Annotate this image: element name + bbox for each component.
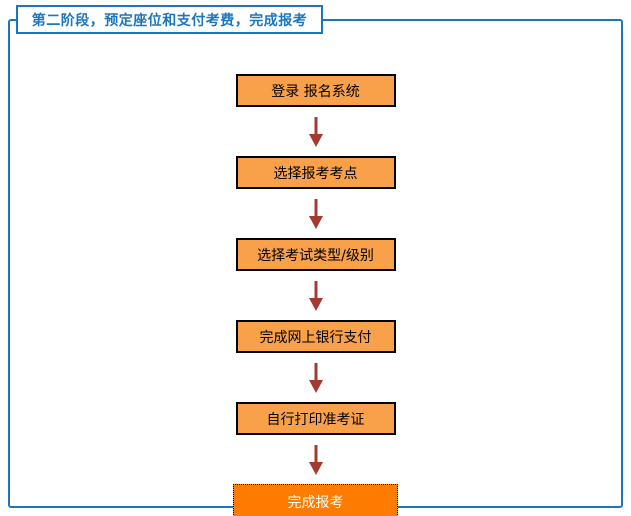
step-box: 完成网上银行支付 [235, 320, 396, 353]
flow-container: 登录 报名系统选择报考考点选择考试类型/级别完成网上银行支付自行打印准考证完成报… [8, 19, 623, 516]
down-arrow-icon [308, 189, 324, 238]
step-box: 选择报考考点 [235, 156, 396, 189]
down-arrow-icon [308, 271, 324, 320]
stage-title-box: 第二阶段，预定座位和支付考费，完成报考 [16, 5, 323, 34]
step-box: 自行打印准考证 [235, 402, 396, 435]
down-arrow-icon [308, 107, 324, 156]
down-arrow-icon [308, 353, 324, 402]
step-box: 选择考试类型/级别 [235, 238, 396, 271]
step-box: 登录 报名系统 [235, 74, 396, 107]
down-arrow-icon [308, 435, 324, 484]
flow-column: 登录 报名系统选择报考考点选择考试类型/级别完成网上银行支付自行打印准考证完成报… [10, 74, 621, 516]
stage-title: 第二阶段，预定座位和支付考费，完成报考 [31, 12, 308, 29]
final-step-box[interactable]: 完成报考 [233, 484, 398, 516]
